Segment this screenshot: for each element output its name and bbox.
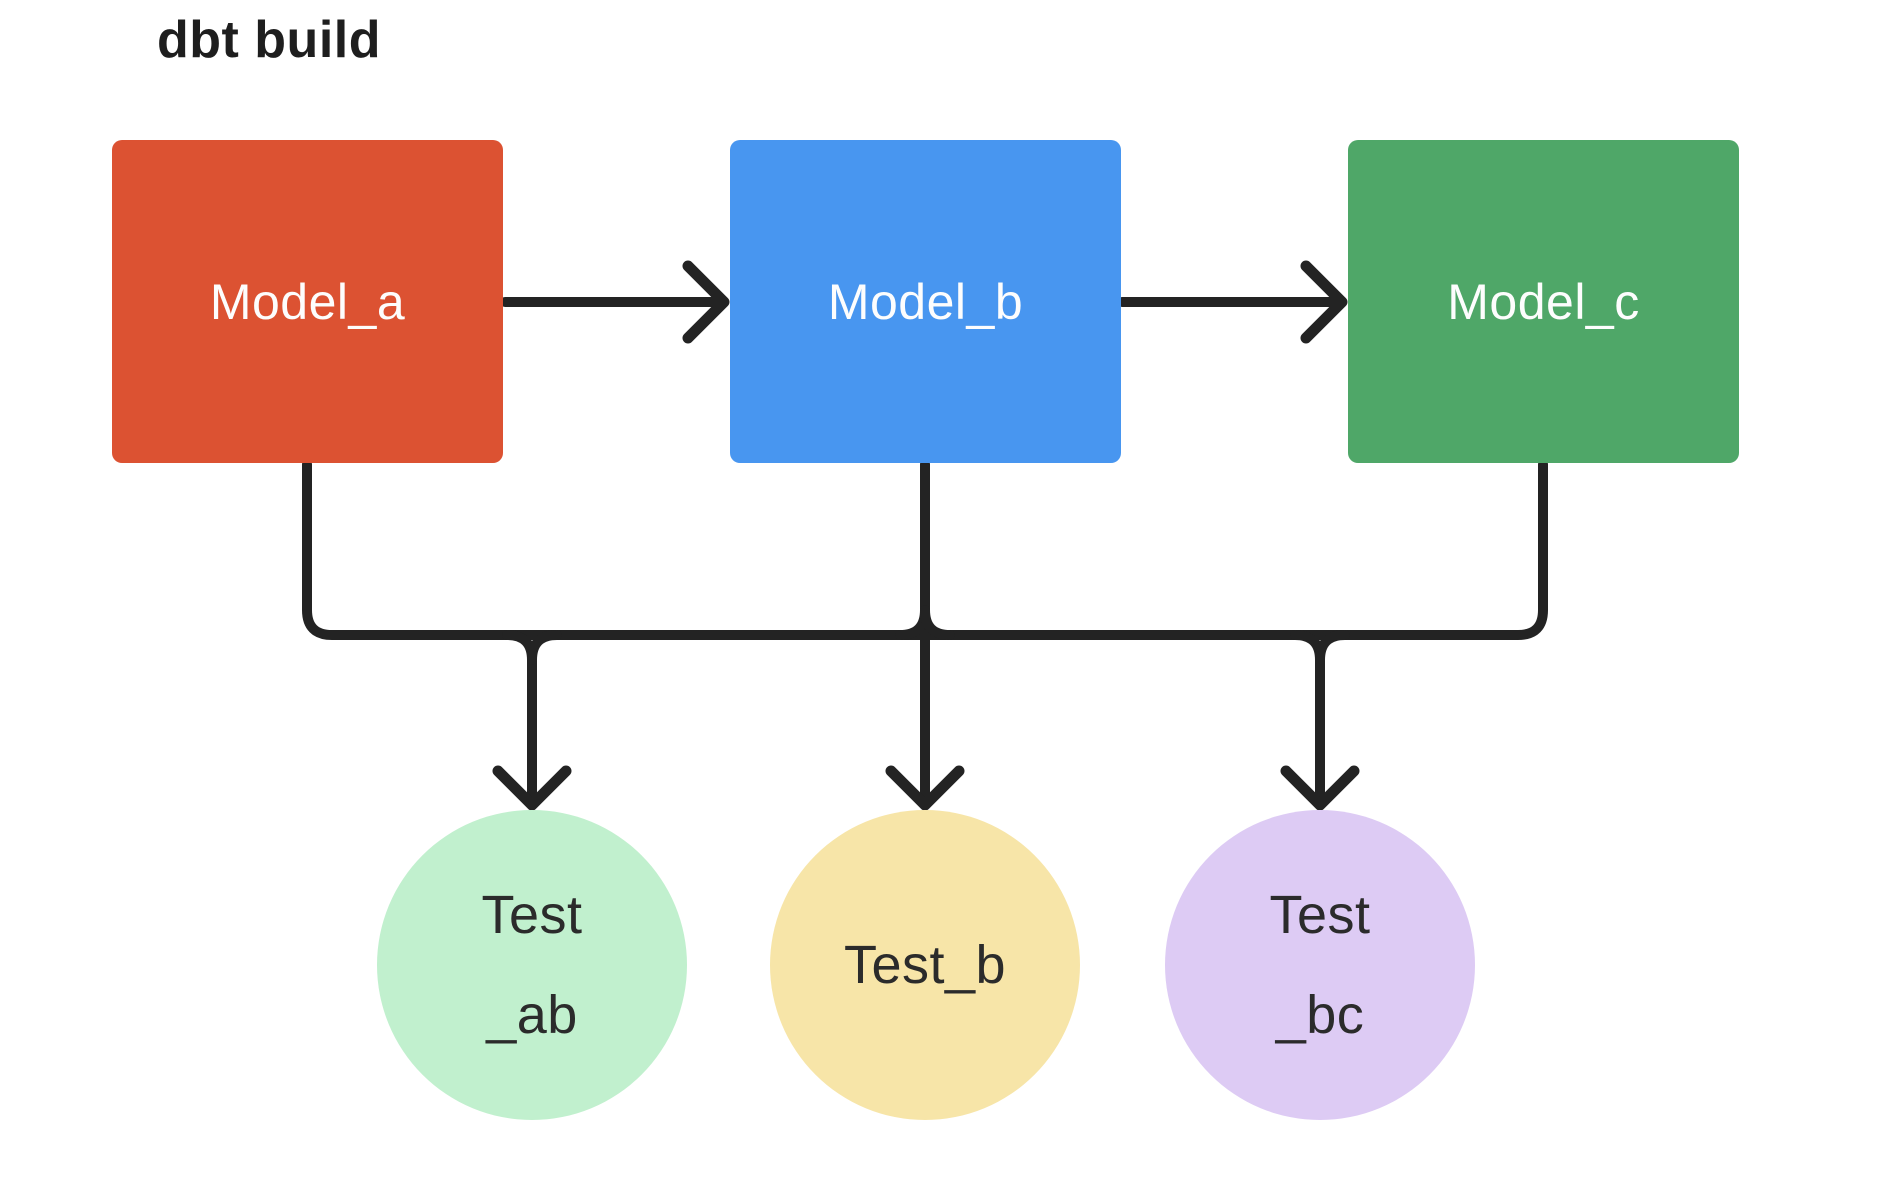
node-test-ab-label-line1: Test bbox=[481, 885, 583, 945]
edge-group bbox=[302, 260, 1548, 811]
node-model-c: Model_c bbox=[1348, 140, 1739, 463]
node-test-ab: Test _ab bbox=[377, 810, 687, 1120]
node-model-a-label: Model_a bbox=[209, 273, 406, 330]
node-test-b: Test_b bbox=[770, 810, 1080, 1120]
node-test-b-label-line1: Test_b bbox=[843, 935, 1007, 995]
node-test-ab-label-line2: _ab bbox=[486, 985, 578, 1045]
node-test-bc-label-line1: Test bbox=[1269, 885, 1371, 945]
node-model-b-label: Model_b bbox=[827, 273, 1024, 330]
edge-model-b-rail-fillet-right bbox=[920, 605, 955, 640]
arrowhead-test-b bbox=[885, 765, 965, 811]
node-model-b: Model_b bbox=[730, 140, 1121, 463]
node-model-a: Model_a bbox=[112, 140, 503, 463]
node-test-bc-label-line2: _bc bbox=[1275, 985, 1365, 1045]
edge-test-ab-fillet-right bbox=[527, 630, 562, 665]
node-model-c-label: Model_c bbox=[1447, 273, 1640, 330]
arrowhead-test-bc bbox=[1280, 765, 1360, 811]
arrowhead-test-ab bbox=[492, 765, 572, 811]
diagram-title: dbt build bbox=[157, 11, 381, 69]
node-test-bc: Test _bc bbox=[1165, 810, 1475, 1120]
arrowhead-model-c bbox=[1300, 260, 1348, 344]
edge-test-bc-fillet-right bbox=[1315, 630, 1350, 665]
arrowhead-model-b bbox=[682, 260, 730, 344]
